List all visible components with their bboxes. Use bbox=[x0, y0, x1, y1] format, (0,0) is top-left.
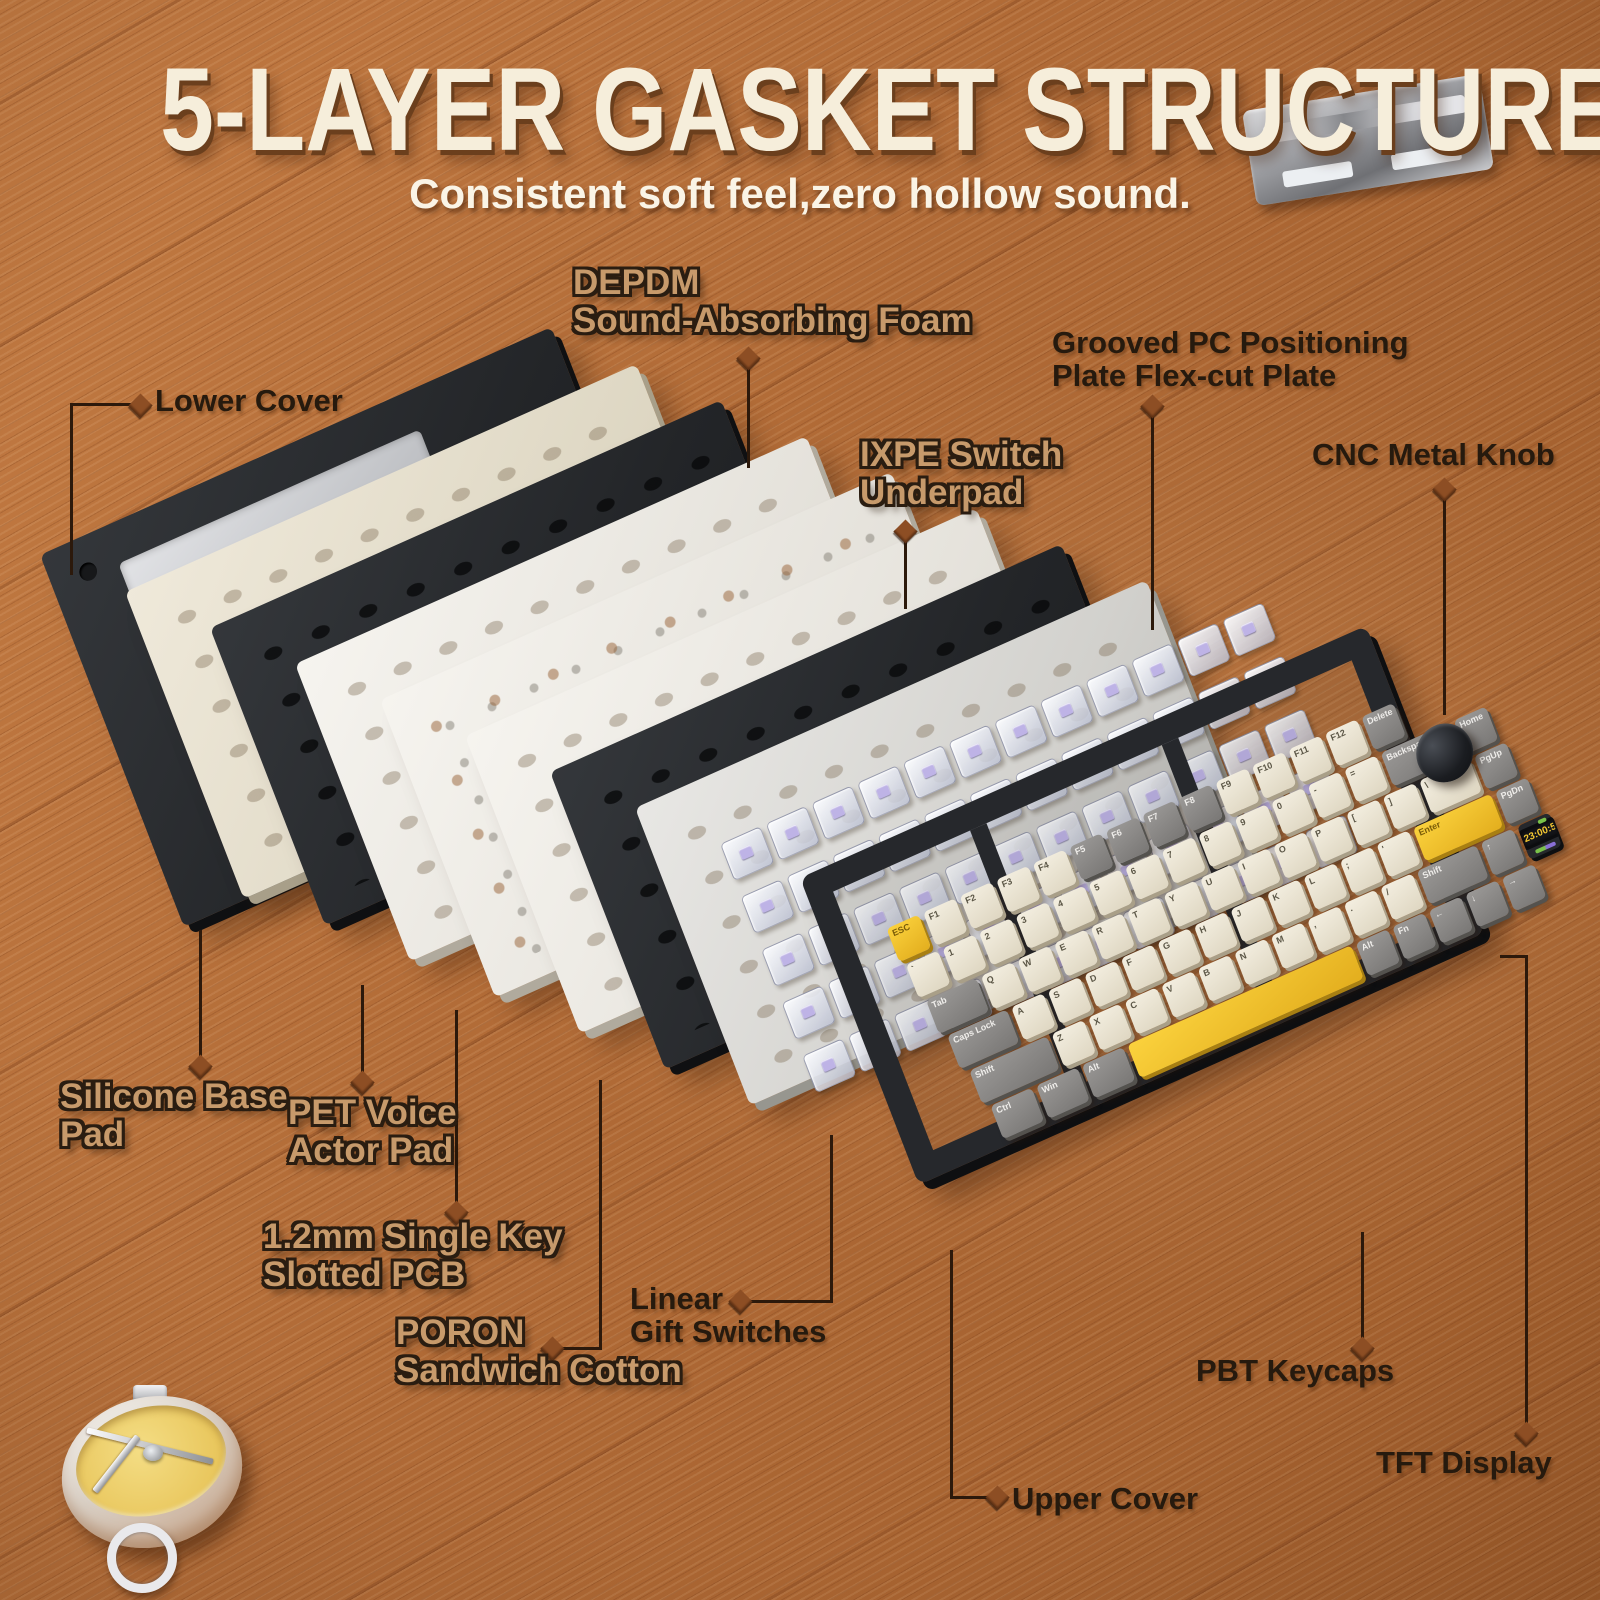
keycap-Alt: Alt bbox=[1355, 928, 1401, 977]
lower-cover-screw-hole bbox=[76, 559, 100, 584]
diamond-marker bbox=[1432, 477, 1457, 502]
compass-ring bbox=[107, 1523, 177, 1593]
leader-pbt-keycaps bbox=[1361, 1232, 1364, 1342]
leader-upper-cover bbox=[950, 1250, 953, 1499]
leader-upper-cover bbox=[950, 1496, 990, 1499]
leader-ixpe bbox=[904, 539, 907, 609]
label-cnc-knob: CNC Metal Knob bbox=[1312, 437, 1555, 472]
leader-switches bbox=[751, 1300, 833, 1303]
keycap-↓: ↓ bbox=[1465, 880, 1511, 928]
label-lower-cover: Lower Cover bbox=[155, 383, 343, 418]
keycap-→: → bbox=[1501, 863, 1547, 912]
leader-tft-display bbox=[1500, 955, 1528, 958]
switch-cell bbox=[1222, 602, 1277, 658]
leader-lower-cover bbox=[70, 403, 132, 406]
leader-switches bbox=[830, 1135, 833, 1303]
leader-depdm bbox=[747, 366, 750, 468]
page-title: 5-LAYER GASKET STRUCTURE bbox=[160, 44, 1600, 176]
leader-lower-cover bbox=[70, 403, 73, 575]
switch-cell bbox=[1176, 622, 1232, 678]
keycap-←: ← bbox=[1428, 896, 1474, 945]
diamond-marker bbox=[350, 1070, 375, 1095]
compass-hub bbox=[143, 1445, 163, 1461]
leader-poron bbox=[562, 1347, 602, 1350]
page-subtitle: Consistent soft feel,zero hollow sound. bbox=[409, 170, 1191, 217]
leader-pcb bbox=[455, 1010, 458, 1204]
diamond-marker bbox=[985, 1485, 1010, 1510]
label-tft-display: TFT Display bbox=[1376, 1445, 1552, 1480]
leader-grooved-plate bbox=[1151, 414, 1154, 630]
leader-cnc-knob bbox=[1443, 497, 1446, 715]
diamond-marker bbox=[128, 393, 153, 418]
diamond-marker bbox=[1140, 394, 1165, 419]
compass-image bbox=[45, 1377, 275, 1600]
label-pbt-keycaps: PBT Keycaps bbox=[1196, 1353, 1395, 1388]
leader-pet-pad bbox=[361, 985, 364, 1075]
diamond-marker bbox=[736, 346, 761, 371]
leader-poron bbox=[599, 1080, 602, 1350]
switch-cell bbox=[802, 1038, 857, 1094]
label-upper-cover: Upper Cover bbox=[1012, 1481, 1199, 1516]
leader-tft-display bbox=[1525, 955, 1528, 1425]
keycap-Fn: Fn bbox=[1392, 912, 1438, 961]
diamond-marker bbox=[1514, 1421, 1539, 1446]
diamond-marker bbox=[188, 1054, 213, 1079]
leader-silicone-pad bbox=[199, 930, 202, 1058]
